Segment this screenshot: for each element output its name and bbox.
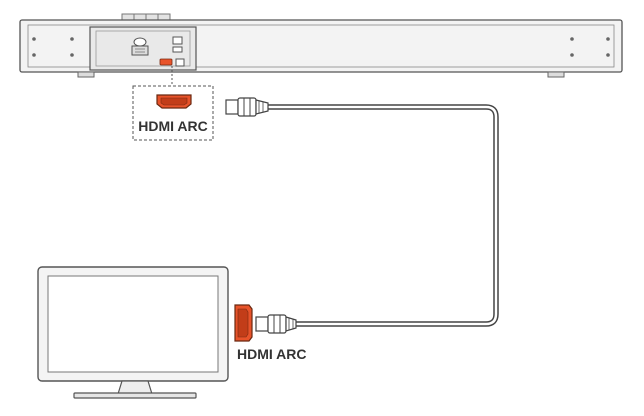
soundbar-port-label: HDMI ARC — [138, 118, 207, 134]
soundbar — [19, 13, 623, 78]
soundbar-hdmi-port-icon — [159, 58, 173, 66]
hdmi-arc-callout: HDMI ARC — [132, 85, 214, 141]
hdmi-cable — [225, 97, 499, 334]
hdmi-plug-top — [225, 97, 269, 117]
hdmi-port-icon — [156, 94, 192, 109]
tv-screen — [47, 275, 219, 373]
power-socket-icon — [131, 37, 149, 56]
hdmi-plug-bottom — [255, 314, 297, 334]
tv-port-label: HDMI ARC — [237, 346, 306, 362]
tv-hdmi-port-icon — [234, 304, 253, 342]
television — [37, 266, 229, 399]
